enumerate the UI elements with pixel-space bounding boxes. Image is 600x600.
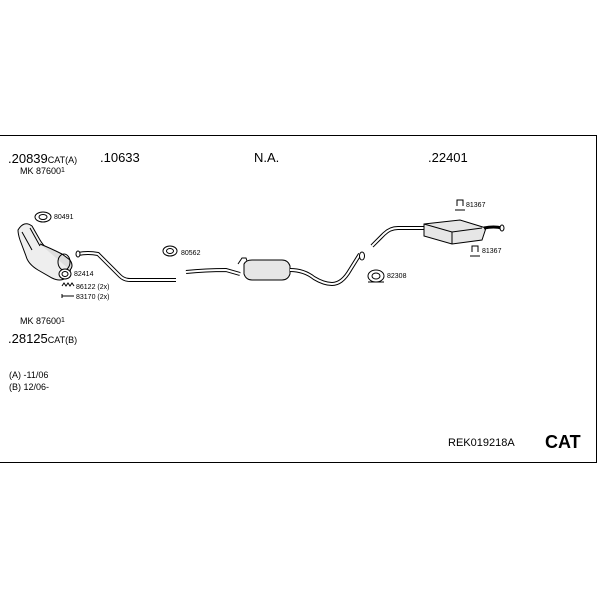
part-label-28125: .28125CAT(B) — [8, 331, 78, 346]
part-number-81367-top: 81367 — [466, 202, 486, 209]
part-label-na: N.A. — [254, 150, 280, 165]
gasket-82414 — [58, 268, 72, 280]
part-number-80562: 80562 — [181, 250, 201, 257]
hanger-81367-bottom — [470, 245, 480, 257]
note-a: (A) -11/06 — [9, 370, 49, 380]
part-label-20839: .20839CAT(A) — [8, 151, 78, 166]
part-number-81367-bottom: 81367 — [482, 248, 502, 255]
part-label-22401: .22401 — [428, 150, 468, 165]
gasket-80491 — [34, 211, 52, 223]
note-b: (B) 12/06- — [9, 382, 50, 392]
diagram-frame — [0, 135, 597, 463]
kit-code: REK019218A — [448, 437, 515, 449]
part-number-82308: 82308 — [387, 273, 407, 280]
mk-label-top: MK 876001 — [20, 166, 65, 176]
hanger-81367-top — [455, 199, 465, 211]
spring-86122 — [61, 282, 75, 287]
clamp-80562 — [162, 245, 178, 257]
part-number-82414: 82414 — [74, 271, 94, 278]
part-number-83170: 83170 (2x) — [76, 294, 110, 301]
brand-label: CAT — [545, 432, 581, 452]
middle-silencer — [185, 251, 365, 287]
part-number-86122: 86122 (2x) — [76, 284, 110, 291]
mk-label-bottom: MK 876001 — [20, 316, 65, 326]
intermediate-pipe — [75, 250, 176, 282]
bolt-83170 — [61, 294, 74, 298]
part-label-10633: .10633 — [100, 150, 140, 165]
rear-silencer — [370, 219, 505, 248]
clamp-82308 — [367, 269, 385, 283]
part-number-80491: 80491 — [54, 214, 74, 221]
